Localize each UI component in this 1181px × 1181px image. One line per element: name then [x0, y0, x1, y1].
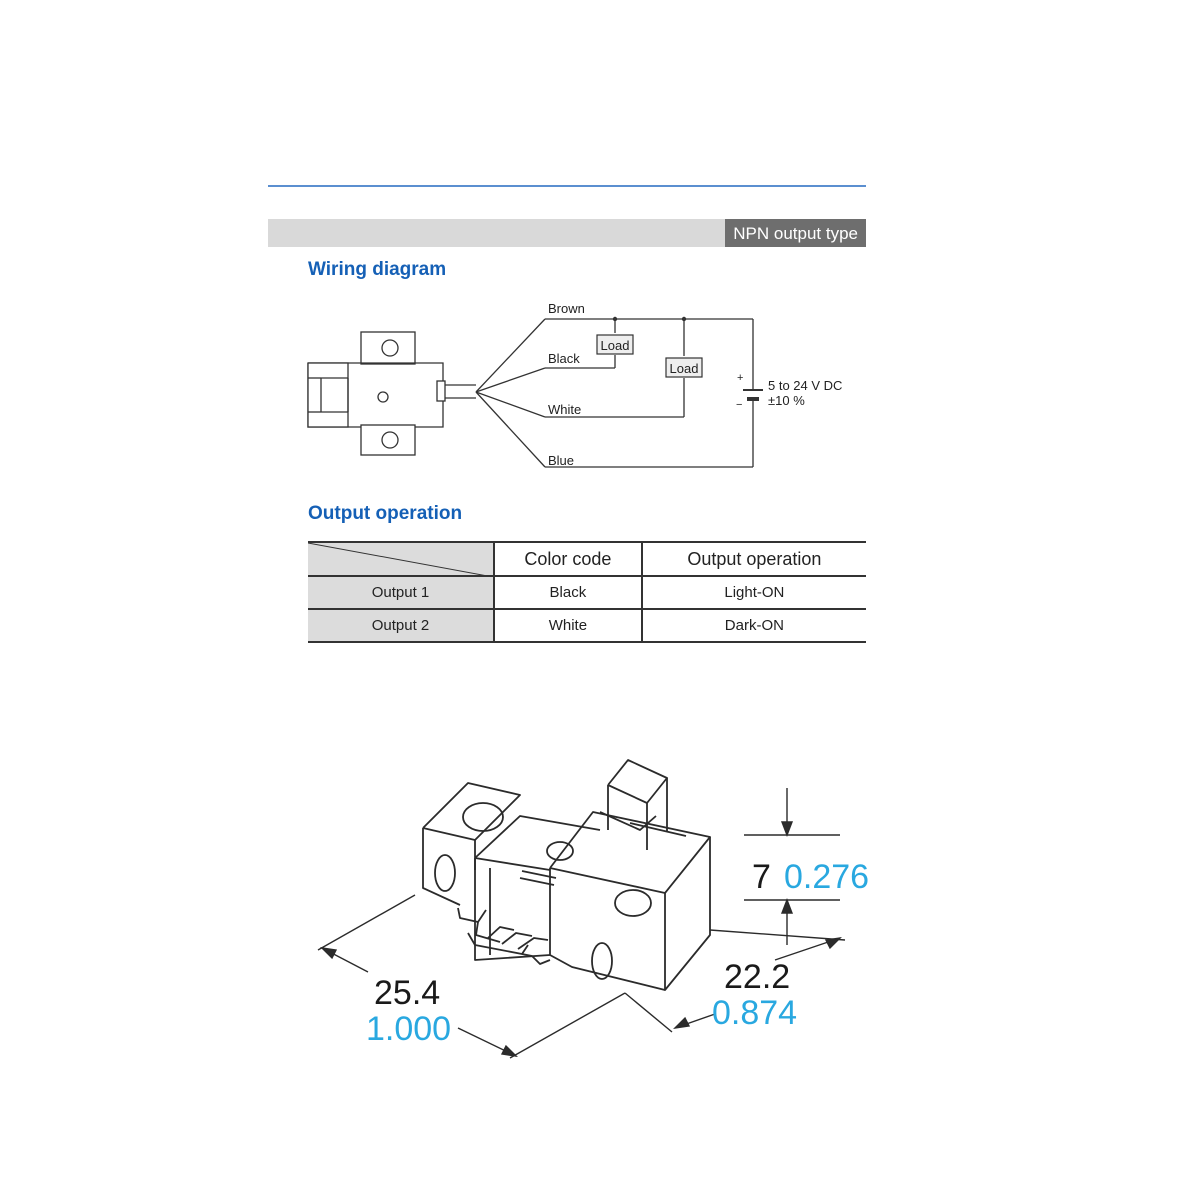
table-row: Output 2 White Dark-ON	[308, 609, 866, 643]
sensor-top-view-icon	[307, 331, 476, 456]
junction-dot	[612, 316, 618, 322]
supply-plus-label: +	[737, 372, 743, 384]
corner-diagonal	[308, 543, 493, 577]
table-row: Output 1 Black Light-ON	[308, 576, 866, 610]
wiring-diagram: Load Load Brown Black White Blue + − 5 t…	[307, 301, 842, 468]
wire-black-label: Black	[548, 351, 580, 366]
output-operation-table: Color code Output operation Output 1 Bla…	[308, 541, 866, 643]
load-2-box: Load	[665, 357, 703, 378]
junction-dot	[681, 316, 687, 322]
column-header-output-operation: Output operation	[640, 541, 866, 577]
column-header-color-code: Color code	[493, 541, 642, 577]
wire-blue-label: Blue	[548, 453, 574, 468]
top-rule	[268, 185, 866, 187]
width-mm-label: 25.4	[374, 974, 440, 1012]
row-name: Output 2	[308, 609, 494, 643]
load-2-label: Load	[670, 361, 699, 376]
supply-voltage-label: 5 to 24 V DC	[768, 378, 842, 393]
wire-white-label: White	[548, 402, 581, 417]
operation-cell: Light-ON	[640, 576, 866, 610]
row-name: Output 1	[308, 576, 494, 610]
photomicrosensor-illustration-icon	[422, 759, 711, 991]
table-header-row: Color code Output operation	[308, 541, 866, 577]
depth-inch-label: 0.874	[712, 994, 797, 1032]
wire-brown-label: Brown	[548, 301, 585, 316]
height-inch-label: 0.276	[784, 858, 869, 896]
sensor-dimension-drawing: 7 0.276 22.2 0.874 25.4 1.000	[317, 759, 869, 1059]
table-corner-cell	[308, 541, 494, 577]
wiring-diagram-heading: Wiring diagram	[308, 259, 447, 280]
height-mm-label: 7	[752, 858, 771, 896]
supply-tolerance-label: ±10 %	[768, 393, 805, 408]
load-1-box: Load	[596, 334, 634, 355]
supply-minus-label: −	[736, 399, 742, 411]
load-1-label: Load	[601, 338, 630, 353]
depth-mm-label: 22.2	[724, 958, 790, 996]
width-inch-label: 1.000	[366, 1010, 451, 1048]
operation-cell: Dark-ON	[640, 609, 866, 643]
section-band: NPN output type	[268, 219, 866, 247]
color-code-cell: White	[493, 609, 642, 643]
output-operation-heading: Output operation	[308, 503, 463, 524]
npn-output-type-tab: NPN output type	[725, 219, 866, 247]
color-code-cell: Black	[493, 576, 642, 610]
